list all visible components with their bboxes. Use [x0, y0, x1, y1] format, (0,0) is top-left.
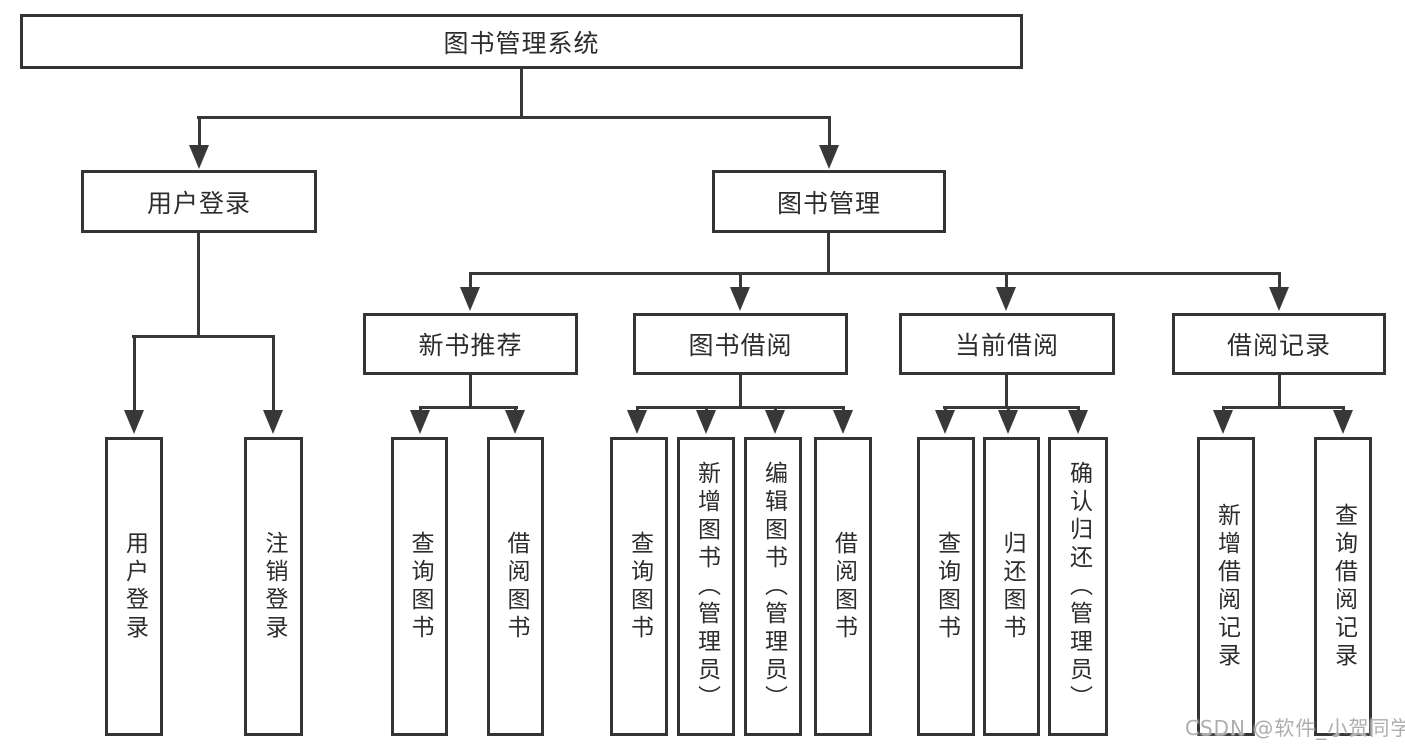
arrowhead-icon	[263, 410, 283, 434]
leaf-label: 新增借阅记录	[1213, 502, 1240, 671]
arrowhead-icon	[505, 410, 525, 434]
connector-line	[1278, 272, 1281, 289]
node-label: 新书推荐	[418, 331, 523, 360]
node-book-management: 图书管理	[712, 170, 946, 233]
connector-line	[705, 406, 708, 412]
arrowhead-icon	[627, 410, 647, 434]
connector-line	[828, 116, 831, 147]
leaf-label: 借阅图书	[503, 530, 529, 643]
connector-line	[827, 231, 830, 275]
leaf-label: 编辑图书（管理员）	[760, 460, 787, 713]
leaf-borrow-books: 借阅图书	[814, 437, 872, 736]
connector-line	[197, 231, 200, 338]
connector-line	[520, 69, 523, 119]
leaf-edit-books-admin: 编辑图书（管理员）	[744, 437, 802, 736]
leaf-label: 确认归还（管理员）	[1065, 460, 1092, 713]
node-label: 图书管理系统	[443, 28, 600, 58]
connector-line	[469, 375, 472, 409]
arrowhead-icon	[1333, 410, 1353, 434]
arrowhead-icon	[410, 410, 430, 434]
leaf-label: 查询图书	[933, 530, 960, 643]
csdn-watermark: CSDN @软件_小贺同学	[1185, 716, 1405, 740]
leaf-add-borrow-record: 新增借阅记录	[1197, 437, 1255, 736]
leaf-borrow-books-recommend: 借阅图书	[487, 437, 544, 736]
leaf-label: 用户登录	[121, 530, 148, 643]
connector-line	[197, 116, 831, 119]
arrowhead-icon	[189, 145, 209, 169]
arrowhead-icon	[996, 287, 1016, 311]
node-root-library-system: 图书管理系统	[20, 14, 1023, 69]
leaf-logout: 注销登录	[244, 437, 303, 736]
leaf-query-books-recommend: 查询图书	[391, 437, 448, 736]
arrowhead-icon	[833, 410, 853, 434]
connector-line	[943, 406, 1080, 409]
arrowhead-icon	[1269, 287, 1289, 311]
arrowhead-icon	[765, 410, 785, 434]
connector-line	[198, 116, 201, 147]
arrowhead-icon	[998, 410, 1018, 434]
connector-line	[944, 406, 947, 412]
node-label: 借阅记录	[1226, 331, 1331, 360]
connector-line	[419, 406, 422, 412]
connector-line	[1222, 406, 1345, 409]
arrowhead-icon	[730, 287, 750, 311]
connector-line	[419, 406, 518, 409]
connector-line	[132, 335, 275, 338]
node-label: 图书借阅	[688, 331, 793, 360]
connector-line	[636, 406, 845, 409]
leaf-label: 归还图书	[999, 530, 1025, 643]
node-new-book-recommend: 新书推荐	[363, 313, 578, 375]
leaf-label: 查询借阅记录	[1330, 502, 1357, 671]
leaf-query-books-current: 查询图书	[917, 437, 975, 736]
arrowhead-icon	[124, 410, 144, 434]
leaf-label: 查询图书	[407, 530, 433, 643]
arrowhead-icon	[935, 410, 955, 434]
connector-line	[469, 272, 1281, 275]
node-label: 当前借阅	[954, 331, 1059, 360]
arrowhead-icon	[1213, 410, 1233, 434]
arrowhead-icon	[460, 287, 480, 311]
connector-line	[514, 406, 517, 412]
node-current-borrowing: 当前借阅	[899, 313, 1115, 375]
connector-line	[133, 335, 136, 411]
connector-line	[1222, 406, 1225, 412]
connector-line	[739, 375, 742, 409]
leaf-label: 查询图书	[626, 530, 653, 643]
arrowhead-icon	[819, 145, 839, 169]
leaf-add-books-admin: 新增图书（管理员）	[677, 437, 735, 736]
connector-line	[1077, 406, 1080, 412]
connector-line	[1278, 375, 1281, 409]
node-label: 图书管理	[776, 188, 881, 218]
connector-line	[636, 406, 639, 412]
node-book-borrowing: 图书借阅	[633, 313, 848, 375]
connector-line	[1005, 375, 1008, 409]
leaf-label: 借阅图书	[830, 530, 857, 643]
connector-line	[1342, 406, 1345, 412]
leaf-label: 新增图书（管理员）	[693, 460, 720, 713]
leaf-query-borrow-record: 查询借阅记录	[1314, 437, 1372, 736]
node-borrowing-records: 借阅记录	[1172, 313, 1386, 375]
connector-line	[1005, 272, 1008, 289]
leaf-return-books: 归还图书	[983, 437, 1040, 736]
arrowhead-icon	[696, 410, 716, 434]
connector-line	[1007, 406, 1010, 412]
connector-line	[469, 272, 472, 289]
connector-line	[272, 335, 275, 411]
node-label: 用户登录	[146, 188, 251, 218]
arrowhead-icon	[1068, 410, 1088, 434]
leaf-confirm-return-admin: 确认归还（管理员）	[1048, 437, 1108, 736]
connector-line	[842, 406, 845, 412]
leaf-label: 注销登录	[261, 530, 287, 643]
leaf-query-books-borrowing: 查询图书	[610, 437, 668, 736]
leaf-user-login: 用户登录	[105, 437, 163, 736]
connector-line	[774, 406, 777, 412]
connector-line	[739, 272, 742, 289]
node-user-login: 用户登录	[81, 170, 317, 233]
